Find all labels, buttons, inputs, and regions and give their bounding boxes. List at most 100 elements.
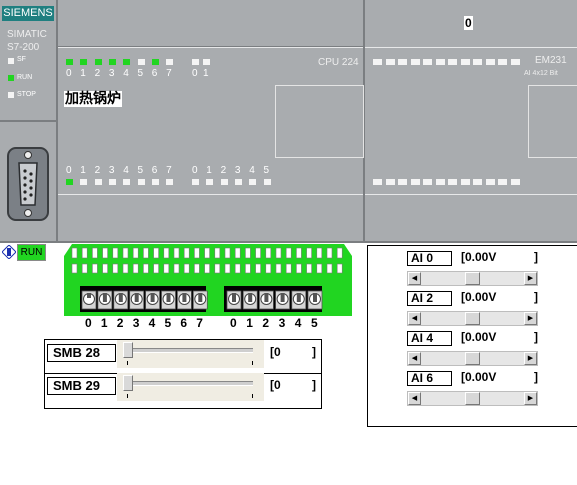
- terminal-pin: [92, 247, 98, 259]
- ai-name-field: AI 6: [407, 371, 452, 386]
- ai-value-field[interactable]: [0.00V]: [461, 331, 538, 345]
- bracket: ]: [534, 330, 538, 344]
- scroll-right-icon[interactable]: ▶: [524, 392, 537, 405]
- toggle-switch-icon: [192, 290, 208, 310]
- terminal-pin: [102, 247, 108, 259]
- toggle-switch-icon: [291, 290, 307, 310]
- module-led: [510, 179, 520, 185]
- output-led: [249, 179, 257, 185]
- scroll-right-icon[interactable]: ▶: [524, 312, 537, 325]
- module-led: [460, 59, 470, 65]
- scroll-left-icon[interactable]: ◀: [408, 392, 421, 405]
- switch-number: 1: [246, 316, 253, 330]
- bracket: ]: [312, 378, 316, 392]
- slider-thumb[interactable]: [123, 342, 133, 358]
- bracket: [: [461, 250, 465, 264]
- slider-tick: [127, 361, 128, 365]
- scroll-left-icon[interactable]: ◀: [408, 272, 421, 285]
- smb-value: 0: [274, 345, 281, 359]
- terminal-pin: [306, 247, 312, 259]
- smb-value-field[interactable]: [0]: [270, 343, 316, 361]
- input-bit-label: 5: [137, 68, 144, 79]
- terminal-pin: [173, 263, 180, 274]
- scroll-thumb[interactable]: [465, 312, 480, 325]
- terminal-pin: [71, 247, 78, 259]
- ai-value: 0.00V: [465, 250, 497, 264]
- divider-line: [0, 120, 57, 122]
- terminal-pin: [153, 247, 159, 259]
- ai-value-field[interactable]: [0.00V]: [461, 291, 538, 305]
- terminal-pin: [71, 263, 78, 274]
- output-led: [151, 179, 159, 185]
- bracket: ]: [534, 290, 538, 304]
- terminal-pin: [81, 247, 88, 259]
- module-led: [373, 179, 382, 185]
- bracket: [: [270, 345, 274, 359]
- scroll-thumb[interactable]: [465, 392, 480, 405]
- input-bit-label: 3: [108, 68, 115, 79]
- module-led: [410, 59, 420, 65]
- input-led: [123, 59, 131, 65]
- siemens-logo: SIEMENS: [2, 6, 54, 21]
- module-led: [510, 59, 520, 65]
- output-led: [108, 179, 116, 185]
- terminal-pin: [234, 263, 241, 274]
- terminal-pin: [224, 263, 231, 274]
- terminal-pin: [194, 263, 200, 274]
- ai-value-field[interactable]: [0.00V]: [461, 371, 538, 385]
- scroll-right-icon[interactable]: ▶: [524, 272, 537, 285]
- scroll-right-icon[interactable]: ▶: [524, 352, 537, 365]
- terminal-pin: [245, 263, 251, 274]
- terminal-pin: [275, 247, 282, 259]
- model-line2: S7-200: [7, 42, 40, 53]
- terminal-pin: [285, 263, 292, 274]
- ai-value-field[interactable]: [0.00V]: [461, 251, 538, 265]
- terminal-pin: [183, 263, 190, 274]
- module-led: [498, 59, 507, 65]
- terminal-pin: [173, 247, 180, 259]
- terminal-pin: [214, 263, 221, 274]
- scroll-thumb[interactable]: [465, 272, 480, 285]
- switch-number: 5: [164, 316, 172, 330]
- output-bit-label: 6: [151, 165, 158, 176]
- slider-track: [123, 381, 253, 386]
- input-bit-label: 0: [66, 68, 72, 79]
- switch-number: 5: [311, 316, 318, 330]
- terminal-pin: [112, 263, 119, 274]
- terminal-pin: [326, 263, 333, 274]
- input-bit-label: 2: [94, 68, 101, 79]
- switch-number: 4: [294, 316, 302, 330]
- output-bit-label: 5: [263, 165, 270, 176]
- terminal-pin: [326, 247, 333, 259]
- ai-name-field: AI 0: [407, 251, 452, 266]
- ai-scrollbar[interactable]: ◀▶: [407, 351, 538, 366]
- scroll-thumb[interactable]: [465, 352, 480, 365]
- switch-number: 2: [116, 316, 124, 330]
- input-led: [80, 59, 88, 65]
- scroll-left-icon[interactable]: ◀: [408, 312, 421, 325]
- run-mode-control[interactable]: RUN: [1, 244, 46, 261]
- divider-line: [365, 194, 577, 195]
- module-led: [473, 59, 482, 65]
- smb-slider[interactable]: [117, 373, 264, 401]
- slider-tick: [127, 394, 128, 398]
- input-bit-label: 1: [203, 68, 209, 79]
- slider-thumb[interactable]: [123, 375, 133, 391]
- smb-value-field[interactable]: [0]: [270, 376, 316, 394]
- bracket: ]: [312, 345, 316, 359]
- scroll-left-icon[interactable]: ◀: [408, 352, 421, 365]
- ai-scrollbar[interactable]: ◀▶: [407, 391, 538, 406]
- switch-number: 6: [180, 316, 188, 330]
- terminal-pin: [245, 247, 251, 259]
- ai-scrollbar[interactable]: ◀▶: [407, 271, 538, 286]
- divider-line: [56, 0, 58, 243]
- switch-number: 0: [230, 316, 237, 330]
- module-led: [423, 179, 432, 185]
- output-bit-label: 5: [137, 165, 144, 176]
- terminal-pin: [265, 247, 272, 259]
- terminal-pin: [296, 263, 302, 274]
- ai-scrollbar[interactable]: ◀▶: [407, 311, 538, 326]
- terminal-pin: [112, 247, 119, 259]
- smb-slider[interactable]: [117, 340, 264, 368]
- terminal-pin: [306, 263, 312, 274]
